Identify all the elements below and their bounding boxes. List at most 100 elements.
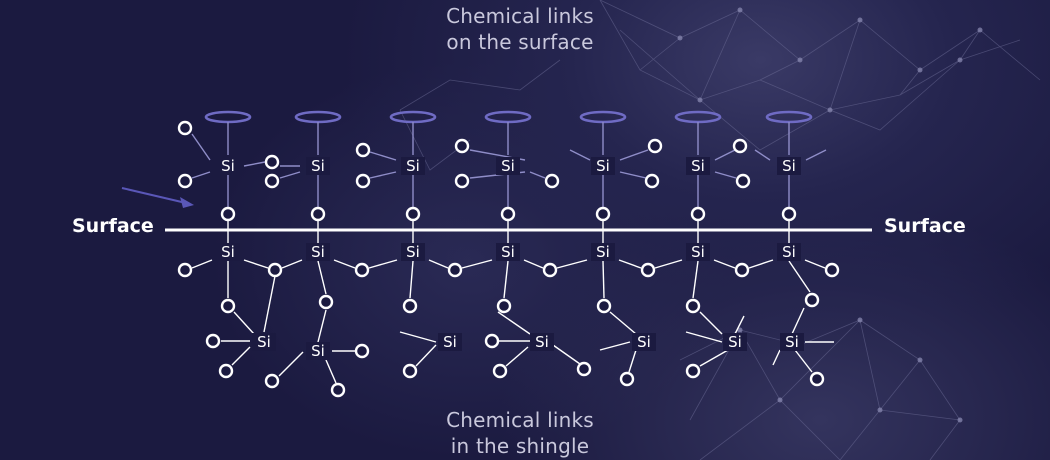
- shingle-bond: [505, 346, 529, 367]
- shingle-bond: [599, 341, 631, 351]
- silicon-atom-bg: [496, 243, 520, 261]
- surface-label-right: Surface: [884, 215, 966, 237]
- silicon-atom: Si: [221, 157, 235, 175]
- shingle-bond: [609, 311, 637, 335]
- silicon-atom: Si: [221, 243, 235, 261]
- shingle-bond: [556, 259, 588, 269]
- oxygen-atom: [690, 206, 706, 222]
- surface-label-left: Surface: [72, 215, 154, 237]
- shingle-bond: [278, 351, 304, 377]
- caption-bottom-line2: in the shingle: [450, 434, 590, 458]
- oxygen-atom: [454, 173, 470, 189]
- oxygen-atom: [809, 371, 825, 387]
- oxygen-atom: [824, 262, 840, 278]
- shingle-bond: [409, 260, 414, 299]
- surface-group-ring: [765, 110, 813, 124]
- silicon-atom: Si: [782, 157, 796, 175]
- oxygen-atom: [447, 262, 463, 278]
- oxygen-atom: [596, 298, 612, 314]
- oxygen-atom: [595, 206, 611, 222]
- surface-group-ring: [204, 110, 252, 124]
- oxygen-atom: [732, 138, 748, 154]
- shingle-bond: [415, 344, 437, 367]
- silicon-atom-bg: [777, 157, 801, 175]
- surface-group-ring: [294, 110, 342, 124]
- shingle-bond: [191, 259, 213, 269]
- shingle-bond: [788, 260, 811, 293]
- oxygen-atom: [355, 142, 371, 158]
- silicon-atom-bg: [306, 342, 330, 360]
- shingle-bond: [618, 259, 642, 269]
- shingle-bond: [602, 260, 605, 299]
- oxygen-atom: [355, 173, 371, 189]
- shingle-bond: [804, 259, 826, 269]
- oxygen-atom: [576, 361, 592, 377]
- silicon-atom-bg: [306, 157, 330, 175]
- silicon-atom-bg: [591, 157, 615, 175]
- side-bond: [191, 133, 211, 161]
- surface-group-ring: [389, 110, 437, 124]
- shingle-bond: [317, 260, 327, 295]
- silicon-atom: Si: [406, 157, 420, 175]
- silicon-atom: Si: [785, 333, 799, 351]
- oxygen-atom: [644, 173, 660, 189]
- side-bond: [714, 149, 736, 161]
- shingle-bond: [399, 331, 437, 343]
- shingle-bond: [685, 331, 723, 343]
- side-bond: [569, 149, 591, 161]
- shingle-bond: [231, 346, 251, 366]
- silicon-atom: Si: [728, 333, 742, 351]
- silicon-atom-bg: [306, 243, 330, 261]
- oxygen-atom: [267, 262, 283, 278]
- oxygen-atom: [484, 333, 500, 349]
- oxygen-atom: [218, 363, 234, 379]
- oxygen-atom: [804, 292, 820, 308]
- oxygen-atom: [330, 382, 346, 398]
- shingle-bond: [523, 259, 544, 269]
- silicon-atom: Si: [782, 243, 796, 261]
- oxygen-atom: [402, 363, 418, 379]
- pointer-arrow: [121, 187, 194, 208]
- silicon-atom: Si: [406, 243, 420, 261]
- side-bond: [243, 161, 266, 167]
- shingle-bond: [503, 260, 509, 299]
- oxygen-atom: [220, 298, 236, 314]
- oxygen-atom: [354, 343, 370, 359]
- shingle-bond: [428, 259, 449, 269]
- oxygen-atom: [264, 373, 280, 389]
- silicon-atom: Si: [596, 157, 610, 175]
- oxygen-atom: [177, 262, 193, 278]
- shingle-bond: [772, 349, 781, 366]
- silicon-atom: Si: [443, 333, 457, 351]
- oxygen-atom: [544, 173, 560, 189]
- shingle-bond: [713, 259, 736, 269]
- oxygen-atom: [619, 371, 635, 387]
- silicon-atom-bg: [496, 157, 520, 175]
- oxygen-atom: [405, 206, 421, 222]
- silicon-atom-bg: [632, 333, 656, 351]
- caption-bottom-line1: Chemical links: [446, 408, 594, 432]
- oxygen-atom: [264, 154, 280, 170]
- oxygen-atom: [177, 120, 193, 136]
- silicon-atom-bg: [530, 333, 554, 351]
- shingle-bond: [243, 259, 269, 269]
- shingle-bond: [699, 349, 729, 367]
- side-bond: [369, 171, 397, 179]
- oxygen-atom: [354, 262, 370, 278]
- side-bond: [279, 171, 301, 179]
- oxygen-atom: [492, 363, 508, 379]
- silicon-atom-bg: [723, 333, 747, 351]
- oxygen-atom: [310, 206, 326, 222]
- silicon-atom-bg: [780, 333, 804, 351]
- silicon-atom-bg: [591, 243, 615, 261]
- silicon-atom-bg: [216, 243, 240, 261]
- oxygen-atom: [735, 173, 751, 189]
- oxygen-atom: [220, 206, 236, 222]
- oxygen-atom: [781, 206, 797, 222]
- shingle-bond: [233, 311, 255, 335]
- surface-group-ring: [484, 110, 532, 124]
- side-bond: [529, 171, 546, 179]
- shingle-bond: [628, 349, 637, 373]
